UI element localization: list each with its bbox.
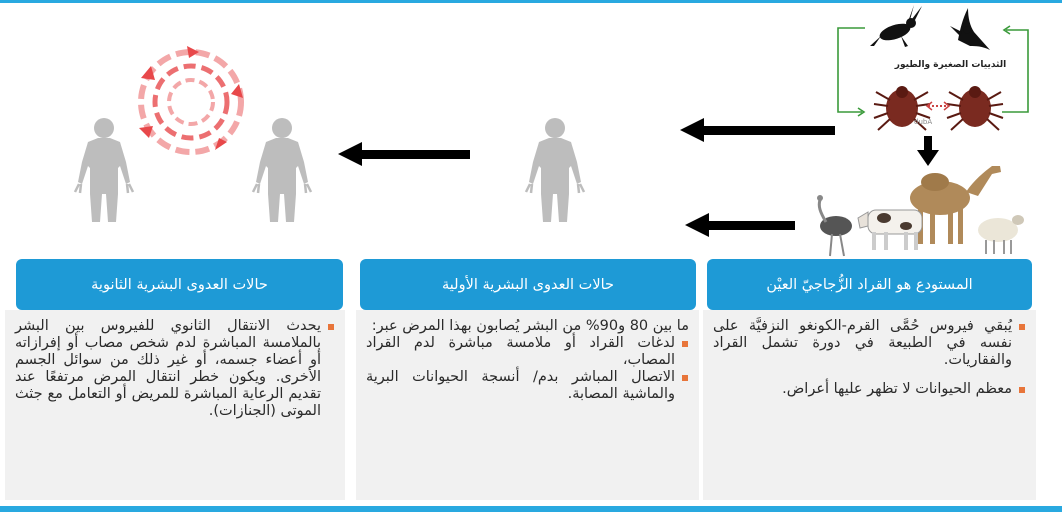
arrow-left-icon bbox=[680, 118, 835, 142]
rabbit-icon bbox=[870, 5, 922, 47]
primary-item: لدغات القراد أو ملامسة مباشرة لدم القراد… bbox=[366, 335, 689, 369]
primary-item: الاتصال المباشر بدم/ أنسجة الحيوانات الب… bbox=[366, 369, 689, 403]
bird-icon bbox=[950, 8, 990, 50]
primary-header-text: حالات العدوى البشرية الأولية bbox=[442, 276, 614, 293]
transmission-illustration bbox=[73, 5, 1029, 257]
reservoir-paragraph: معظم الحيوانات لا تظهر عليها أعراض. bbox=[713, 381, 1026, 398]
cycle-arrow-left bbox=[837, 27, 865, 113]
secondary-paragraph: يحدث الانتقال الثانوي للفيروس بين البشر … bbox=[15, 318, 335, 420]
top-accent-line bbox=[0, 0, 1062, 3]
secondary-header-text: حالات العدوى البشرية الثانوية bbox=[91, 276, 268, 293]
reservoir-paragraph: يُبقي فيروس حُمَّى القرم-الكونغو النزفيَ… bbox=[713, 318, 1026, 369]
arrow-down-icon bbox=[917, 136, 939, 166]
reservoir-header-text: المستودع هو القراد الزُّجاجيّ العيْن bbox=[766, 276, 973, 293]
camel-icon bbox=[910, 166, 1001, 244]
cycle-label: الثدييات الصغيرة والطيور bbox=[894, 60, 1007, 70]
arrow-left-icon bbox=[685, 213, 795, 237]
arrow-left-icon bbox=[338, 142, 470, 166]
ostrich-icon bbox=[817, 195, 852, 257]
secondary-header: حالات العدوى البشرية الثانوية bbox=[16, 259, 343, 310]
human-icon bbox=[251, 116, 313, 224]
primary-header: حالات العدوى البشرية الأولية bbox=[360, 259, 696, 310]
transmission-swirl-icon bbox=[138, 46, 244, 155]
human-icon bbox=[524, 116, 586, 224]
primary-intro: ما بين 80 و90% من البشر يُصابون بهذا الم… bbox=[371, 318, 689, 334]
primary-panel: ما بين 80 و90% من البشر يُصابون بهذا الم… bbox=[356, 310, 699, 500]
cow-icon bbox=[857, 209, 923, 250]
tick-icon bbox=[873, 85, 1004, 131]
reservoir-header: المستودع هو القراد الزُّجاجيّ العيْن bbox=[707, 259, 1032, 310]
human-icon bbox=[73, 116, 135, 224]
reservoir-panel: يُبقي فيروس حُمَّى القرم-الكونغو النزفيَ… bbox=[703, 310, 1036, 500]
secondary-panel: يحدث الانتقال الثانوي للفيروس بين البشر … bbox=[5, 310, 345, 500]
bottom-accent-line bbox=[0, 506, 1062, 512]
cycle-arrow-right bbox=[1002, 29, 1029, 113]
cycle-mini-label: dubA bbox=[914, 118, 933, 126]
sheep-icon bbox=[978, 215, 1024, 254]
